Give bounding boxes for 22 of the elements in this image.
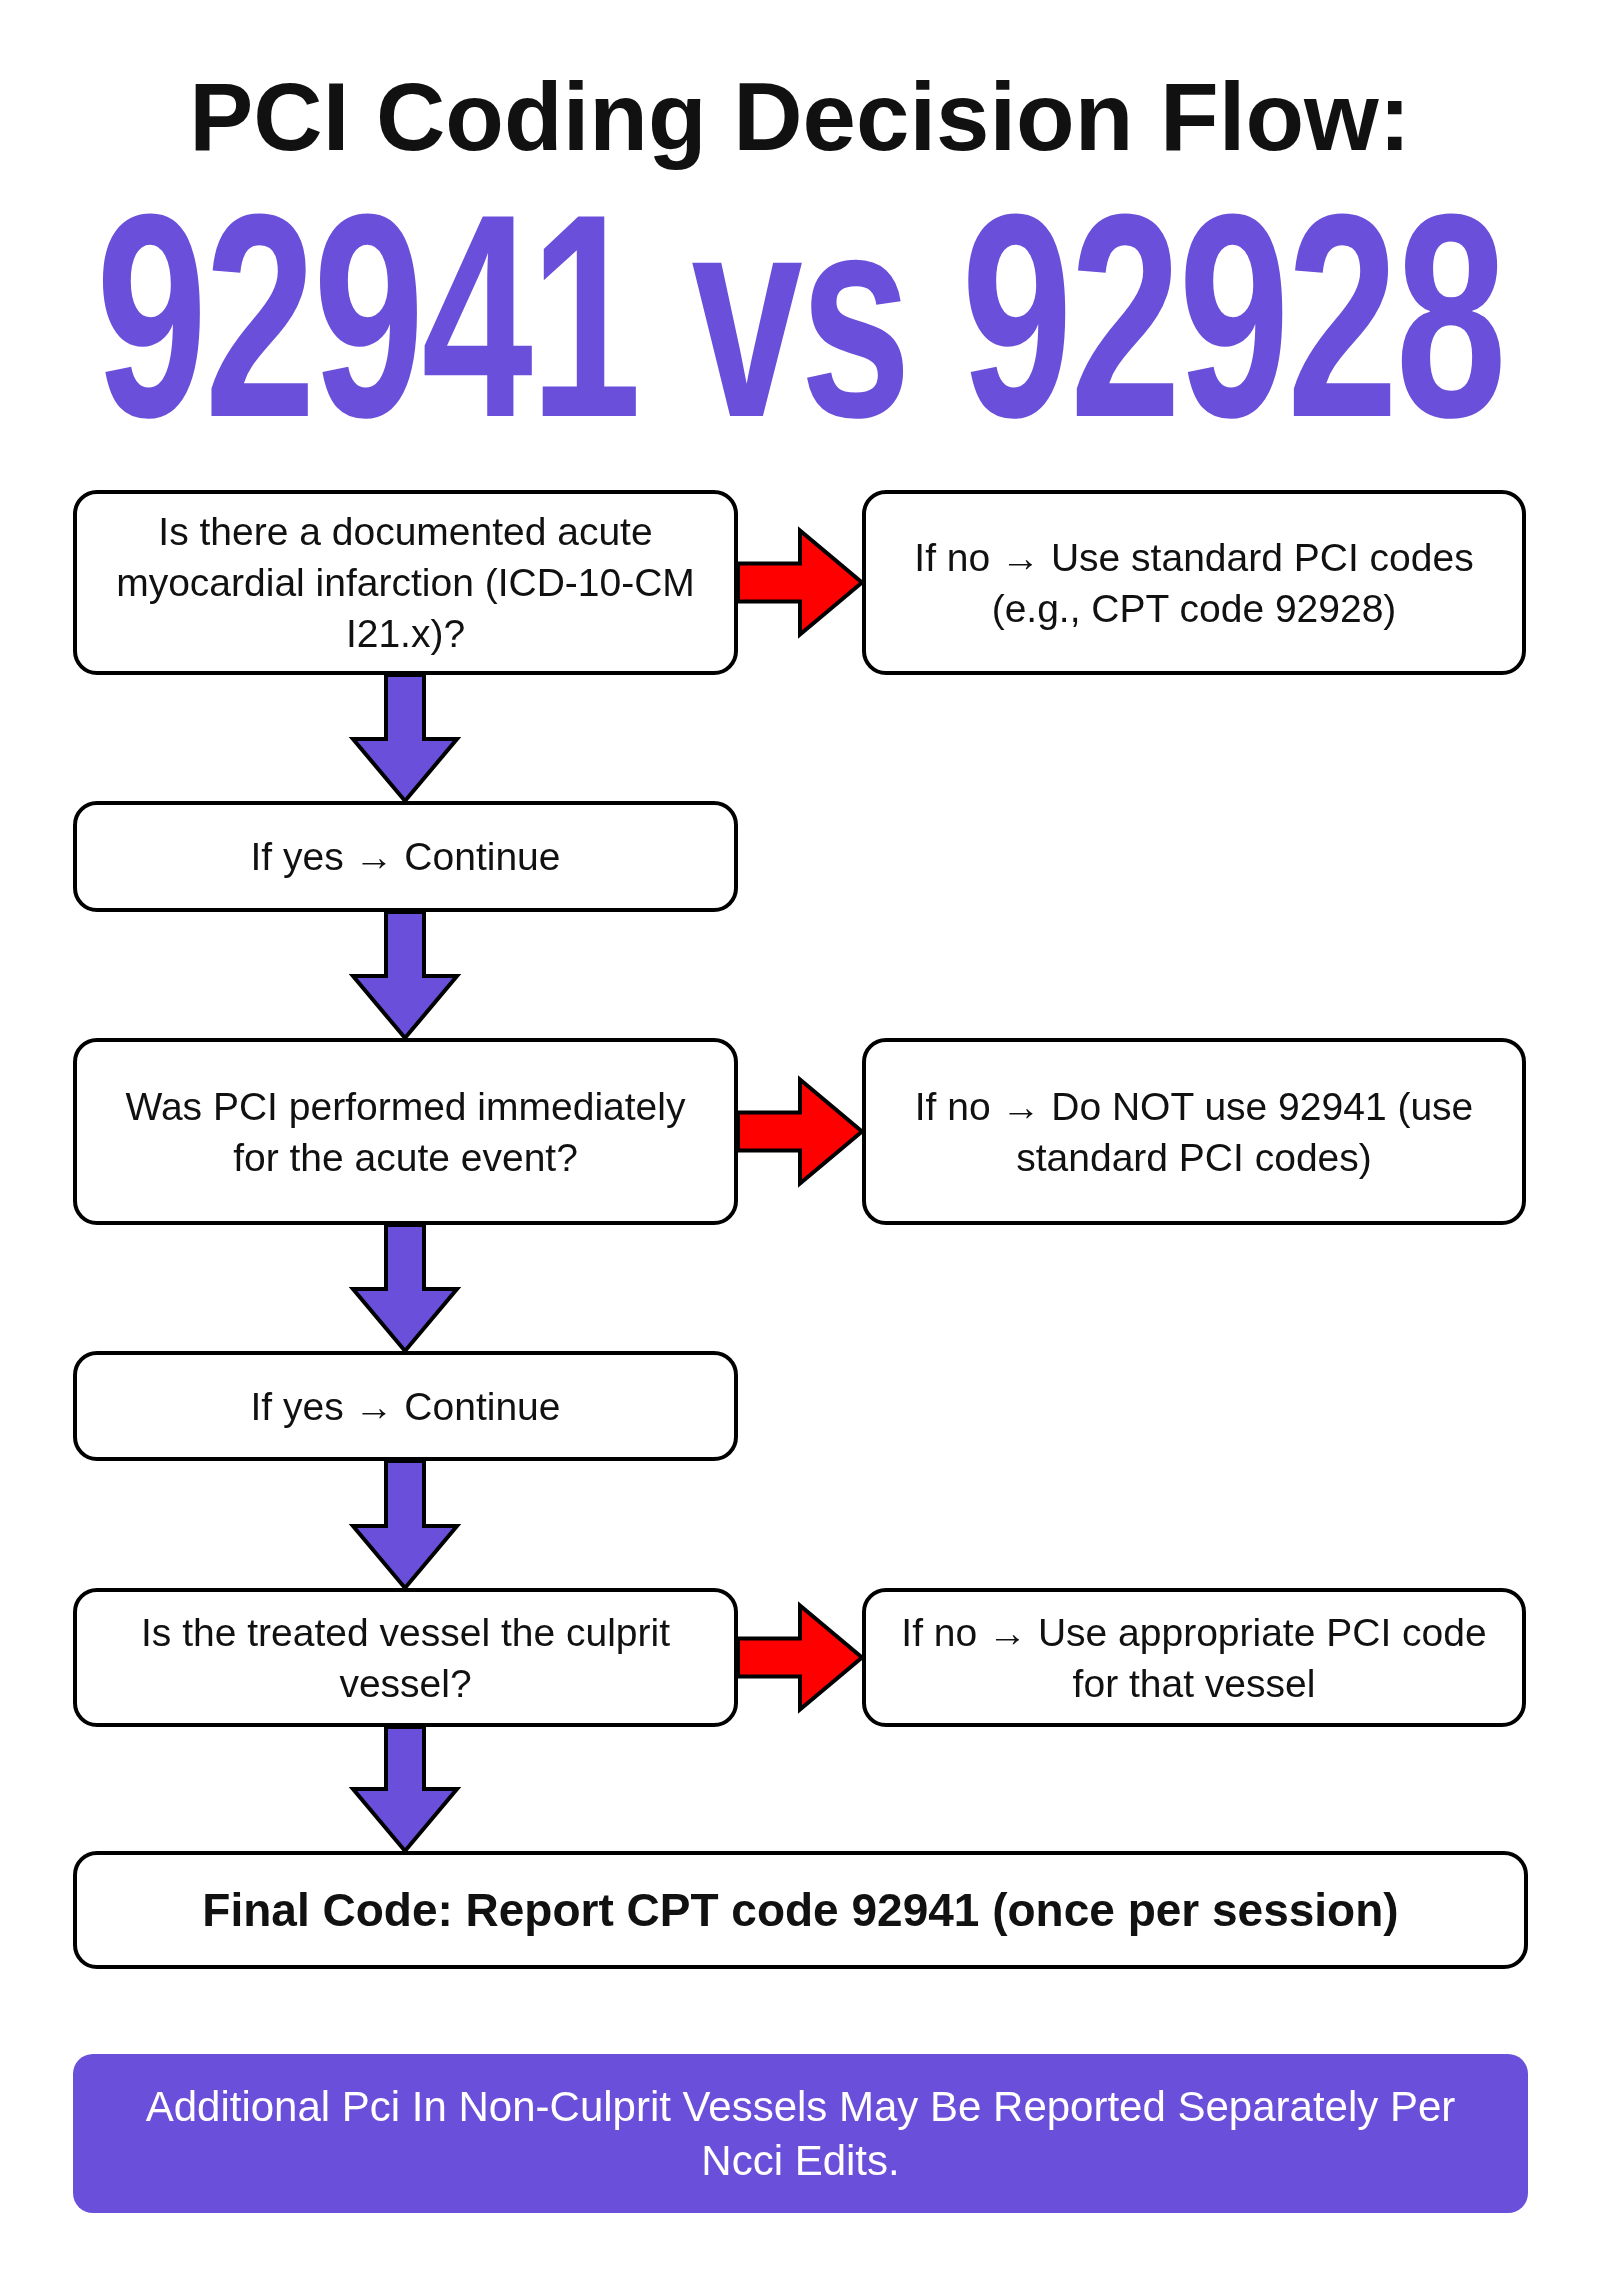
process-box <box>73 1588 738 1727</box>
box-text: If no → Do NOT use 92941 (use standard PCI codes) <box>913 1083 1475 1181</box>
process-box <box>73 801 738 912</box>
box-text: Was PCI performed immediately for the acute event? <box>124 1083 687 1181</box>
process-box <box>862 490 1526 675</box>
process-box <box>862 1038 1526 1225</box>
result-box <box>73 1851 1528 1969</box>
box-text: If no → Use standard PCI codes (e.g., CPT code 92928) <box>913 534 1475 632</box>
box-text: If no → Use appropriate PCI code for that vessel <box>900 1609 1488 1707</box>
subtitle: 92941 vs 92928 <box>96 185 1504 445</box>
note-banner <box>73 2054 1528 2213</box>
box-text: If yes → Continue <box>250 834 561 880</box>
box-text: Is there a documented acute myocardial infarction (ICD-10-CM I21.x)? <box>115 509 696 657</box>
box-text: Additional Pci In Non-Culprit Vessels May Be Reported Separately Per Ncci Edits. <box>144 2081 1457 2186</box>
box-text: Final Code: Report CPT code 92941 (once per session) <box>202 1884 1399 1936</box>
process-box <box>73 1038 738 1225</box>
process-box <box>73 1351 738 1461</box>
process-box <box>73 490 738 675</box>
process-box <box>862 1588 1526 1727</box>
box-text: Is the treated vessel the culprit vessel? <box>140 1609 671 1707</box>
box-text: If yes → Continue <box>250 1383 561 1430</box>
title: PCI Coding Decision Flow: <box>188 62 1412 172</box>
